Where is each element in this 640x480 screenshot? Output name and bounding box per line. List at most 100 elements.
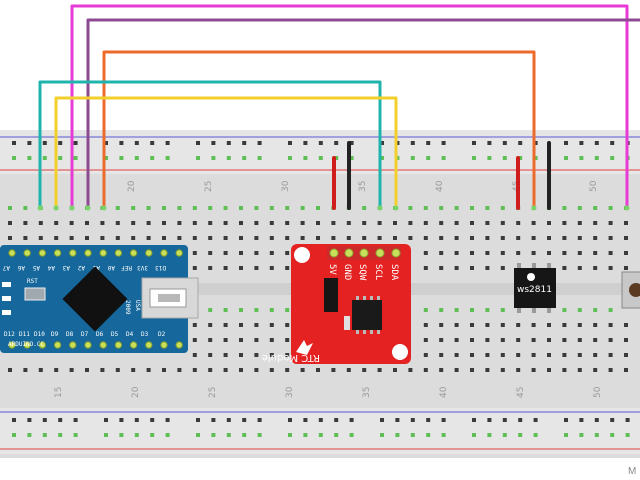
- breadboard-hole: [502, 141, 507, 145]
- breadboard-hole: [562, 308, 567, 312]
- header-pin: [8, 249, 16, 257]
- rtc-module[interactable]: 5V GND SQW SCL SDA RTC Module: [262, 244, 411, 364]
- breadboard-hole: [334, 156, 339, 160]
- breadboard-hole: [593, 206, 598, 210]
- header-pin: [23, 341, 31, 349]
- breadboard-hole: [624, 266, 628, 270]
- column-label: 25: [208, 387, 218, 398]
- reset-button[interactable]: [24, 287, 46, 301]
- breadboard-hole: [579, 141, 584, 145]
- breadboard-hole: [257, 433, 262, 437]
- breadboard-hole: [85, 236, 89, 240]
- breadboard-hole: [42, 156, 47, 160]
- side-pad: [2, 310, 11, 315]
- mount-hole: [294, 247, 310, 263]
- breadboard-hole: [502, 433, 507, 437]
- breadboard-hole: [393, 236, 397, 240]
- breadboard-hole: [470, 266, 474, 270]
- breadboard-hole: [104, 141, 108, 145]
- breadboard-hole: [134, 141, 139, 145]
- breadboard-hole: [303, 141, 308, 145]
- breadboard-hole: [531, 251, 536, 255]
- wire-end: [69, 205, 75, 211]
- breadboard-hole: [547, 236, 551, 240]
- header-pin: [84, 341, 92, 349]
- breadboard-hole: [500, 323, 505, 327]
- rtc-pin-label: SDA: [389, 264, 399, 281]
- breadboard-hole: [134, 156, 139, 160]
- breadboard-hole: [223, 251, 228, 255]
- breadboard-hole: [288, 156, 292, 160]
- breadboard-hole: [8, 206, 12, 210]
- breadboard-hole: [562, 353, 567, 357]
- breadboard-hole: [73, 156, 78, 160]
- breadboard-hole: [331, 236, 336, 240]
- header-pin: [38, 249, 47, 257]
- breadboard-hole: [454, 206, 459, 210]
- ws2811-chip[interactable]: ws2811: [514, 263, 556, 313]
- breadboard-hole: [608, 338, 613, 342]
- breadboard-hole: [487, 141, 492, 145]
- breadboard-hole: [211, 141, 216, 145]
- breadboard-hole: [516, 323, 521, 327]
- breadboard-hole: [625, 418, 630, 422]
- breadboard-hole: [608, 251, 613, 255]
- microcontroller-chip: [62, 266, 128, 332]
- breadboard-hole: [531, 221, 536, 225]
- breadboard-hole: [624, 323, 628, 327]
- breadboard-hole: [196, 141, 200, 145]
- breadboard-hole: [285, 353, 290, 357]
- breadboard-hole: [487, 418, 492, 422]
- breadboard-hole: [594, 433, 599, 437]
- breadboard-hole: [318, 418, 323, 422]
- breadboard-hole: [423, 221, 428, 225]
- breadboard-hole: [131, 206, 136, 210]
- column-label: 25: [204, 181, 214, 192]
- breadboard-hole: [577, 353, 582, 357]
- breadboard-hole: [223, 323, 228, 327]
- breadboard-hole: [254, 368, 259, 372]
- orange-wire[interactable]: [102, 50, 536, 208]
- breadboard-hole: [380, 418, 384, 422]
- pin-label: D10: [34, 331, 45, 338]
- breadboard-hole: [254, 266, 259, 270]
- header-pin: [129, 249, 138, 257]
- breadboard-hole: [211, 433, 216, 437]
- breadboard-hole: [165, 156, 170, 160]
- pin-label: REF: [121, 264, 132, 271]
- rst-label: RST: [27, 278, 38, 285]
- breadboard-hole: [362, 236, 367, 240]
- teal-wire[interactable]: [38, 80, 382, 208]
- breadboard-hole: [192, 323, 197, 327]
- arduino-nano[interactable]: A7 A6 A5 A4 A3 A2 A1 A0 REF 3V3 D13 D12 …: [0, 245, 199, 353]
- breadboard-hole: [454, 368, 459, 372]
- pin-label: A3: [62, 264, 70, 271]
- breadboard-hole: [165, 433, 170, 437]
- breadboard-hole: [131, 368, 136, 372]
- power-jumpers: [332, 141, 551, 210]
- column-label: 35: [362, 387, 372, 398]
- breadboard-hole: [316, 368, 320, 372]
- breadboard-hole: [27, 433, 32, 437]
- breadboard-hole: [254, 236, 259, 240]
- breadboard-hole: [624, 221, 628, 225]
- breadboard-hole: [470, 308, 474, 312]
- breadboard-hole: [165, 141, 170, 145]
- purple-wire[interactable]: [86, 18, 640, 208]
- breadboard-hole: [362, 368, 367, 372]
- breadboard-hole: [439, 308, 444, 312]
- breadboard-hole: [516, 236, 521, 240]
- breadboard-hole: [146, 368, 151, 372]
- push-button[interactable]: [621, 271, 640, 309]
- breadboard-hole: [564, 418, 568, 422]
- breadboard-hole: [472, 418, 476, 422]
- country-label: USA: [134, 300, 141, 311]
- breadboard-hole: [349, 433, 354, 437]
- magenta-wire[interactable]: [70, 4, 629, 208]
- breadboard-hole: [608, 323, 613, 327]
- breadboard-hole: [162, 206, 166, 210]
- breadboard-hole: [100, 368, 105, 372]
- yellow-wire[interactable]: [54, 96, 398, 208]
- breadboard-hole: [100, 221, 105, 225]
- ws2811-label: ws2811: [517, 285, 552, 295]
